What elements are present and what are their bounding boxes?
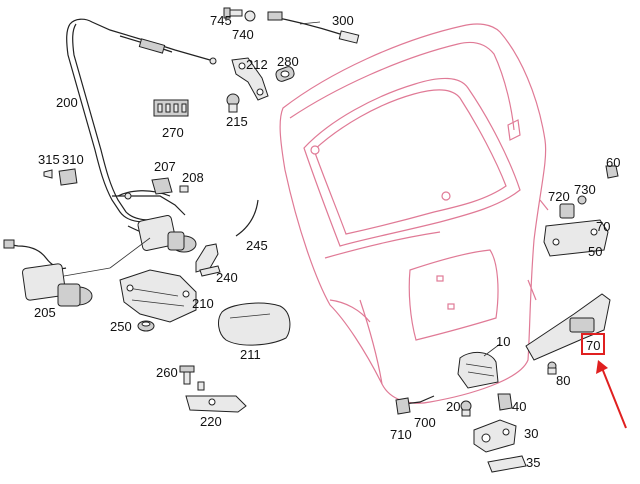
part-270-connector <box>153 99 189 117</box>
highlight-arrow-head <box>596 360 608 374</box>
part-210-motor-unit <box>119 269 197 323</box>
part-50-bracket <box>543 219 609 257</box>
part-70-bracket <box>525 293 611 361</box>
part-700-710 <box>395 395 435 415</box>
label-260: 260 <box>156 365 178 380</box>
label-740: 740 <box>232 27 254 42</box>
label-310: 310 <box>62 152 84 167</box>
label-70x: 70 <box>596 219 610 234</box>
part-220-plate <box>185 395 247 413</box>
label-70-highlight: 70 <box>586 338 600 353</box>
part-720-sensor <box>559 203 575 219</box>
label-280: 280 <box>277 54 299 69</box>
label-245: 245 <box>246 238 268 253</box>
part-10-lock <box>457 343 501 389</box>
label-30: 30 <box>524 426 538 441</box>
part-745-740-pin <box>223 7 256 22</box>
part-80-screw <box>547 361 557 375</box>
actuator-upper <box>109 215 197 269</box>
label-212: 212 <box>246 57 268 72</box>
label-315: 315 <box>38 152 60 167</box>
label-80: 80 <box>556 373 570 388</box>
label-20: 20 <box>446 399 460 414</box>
label-200: 200 <box>56 95 78 110</box>
label-10: 10 <box>496 334 510 349</box>
part-250-grommet <box>137 320 155 332</box>
label-700: 700 <box>414 415 436 430</box>
label-730: 730 <box>574 182 596 197</box>
part-30-striker <box>473 419 517 453</box>
part-40-clip <box>497 393 513 411</box>
part-20-screw <box>460 400 472 417</box>
part-730-screw <box>577 195 587 205</box>
label-250: 250 <box>110 319 132 334</box>
tailgate-outline <box>279 23 549 404</box>
label-300: 300 <box>332 13 354 28</box>
label-210: 210 <box>192 296 214 311</box>
label-270: 270 <box>162 125 184 140</box>
highlight-arrow-line <box>601 367 627 429</box>
part-260-screw <box>179 365 205 391</box>
part-315-310 <box>43 168 78 186</box>
label-220: 220 <box>200 414 222 429</box>
label-205: 205 <box>34 305 56 320</box>
label-745: 745 <box>210 13 232 28</box>
label-207: 207 <box>154 159 176 174</box>
highlighted-callout-70: 70 <box>581 333 627 429</box>
part-35-plate <box>487 455 527 473</box>
label-50: 50 <box>588 244 602 259</box>
part-60-screw <box>605 165 619 179</box>
part-207-208 <box>151 177 189 195</box>
highlight-box <box>581 333 605 355</box>
label-240: 240 <box>216 270 238 285</box>
label-215: 215 <box>226 114 248 129</box>
part-212-lever <box>231 57 269 101</box>
label-720: 720 <box>548 189 570 204</box>
label-35: 35 <box>526 455 540 470</box>
label-710: 710 <box>390 427 412 442</box>
label-60: 60 <box>606 155 620 170</box>
part-280-clip <box>275 66 295 82</box>
part-245-wire <box>235 199 259 237</box>
cable-200 <box>66 18 217 239</box>
callout-labels: 745 740 300 212 280 200 215 270 315 310 … <box>34 13 620 470</box>
part-211-cover <box>218 302 291 346</box>
part-240-bracket <box>195 243 221 277</box>
label-208: 208 <box>182 170 204 185</box>
part-215-screw <box>226 93 240 113</box>
label-40: 40 <box>512 399 526 414</box>
part-300-cable <box>267 11 360 44</box>
label-211: 211 <box>240 347 261 362</box>
part-205-actuator <box>3 239 111 307</box>
